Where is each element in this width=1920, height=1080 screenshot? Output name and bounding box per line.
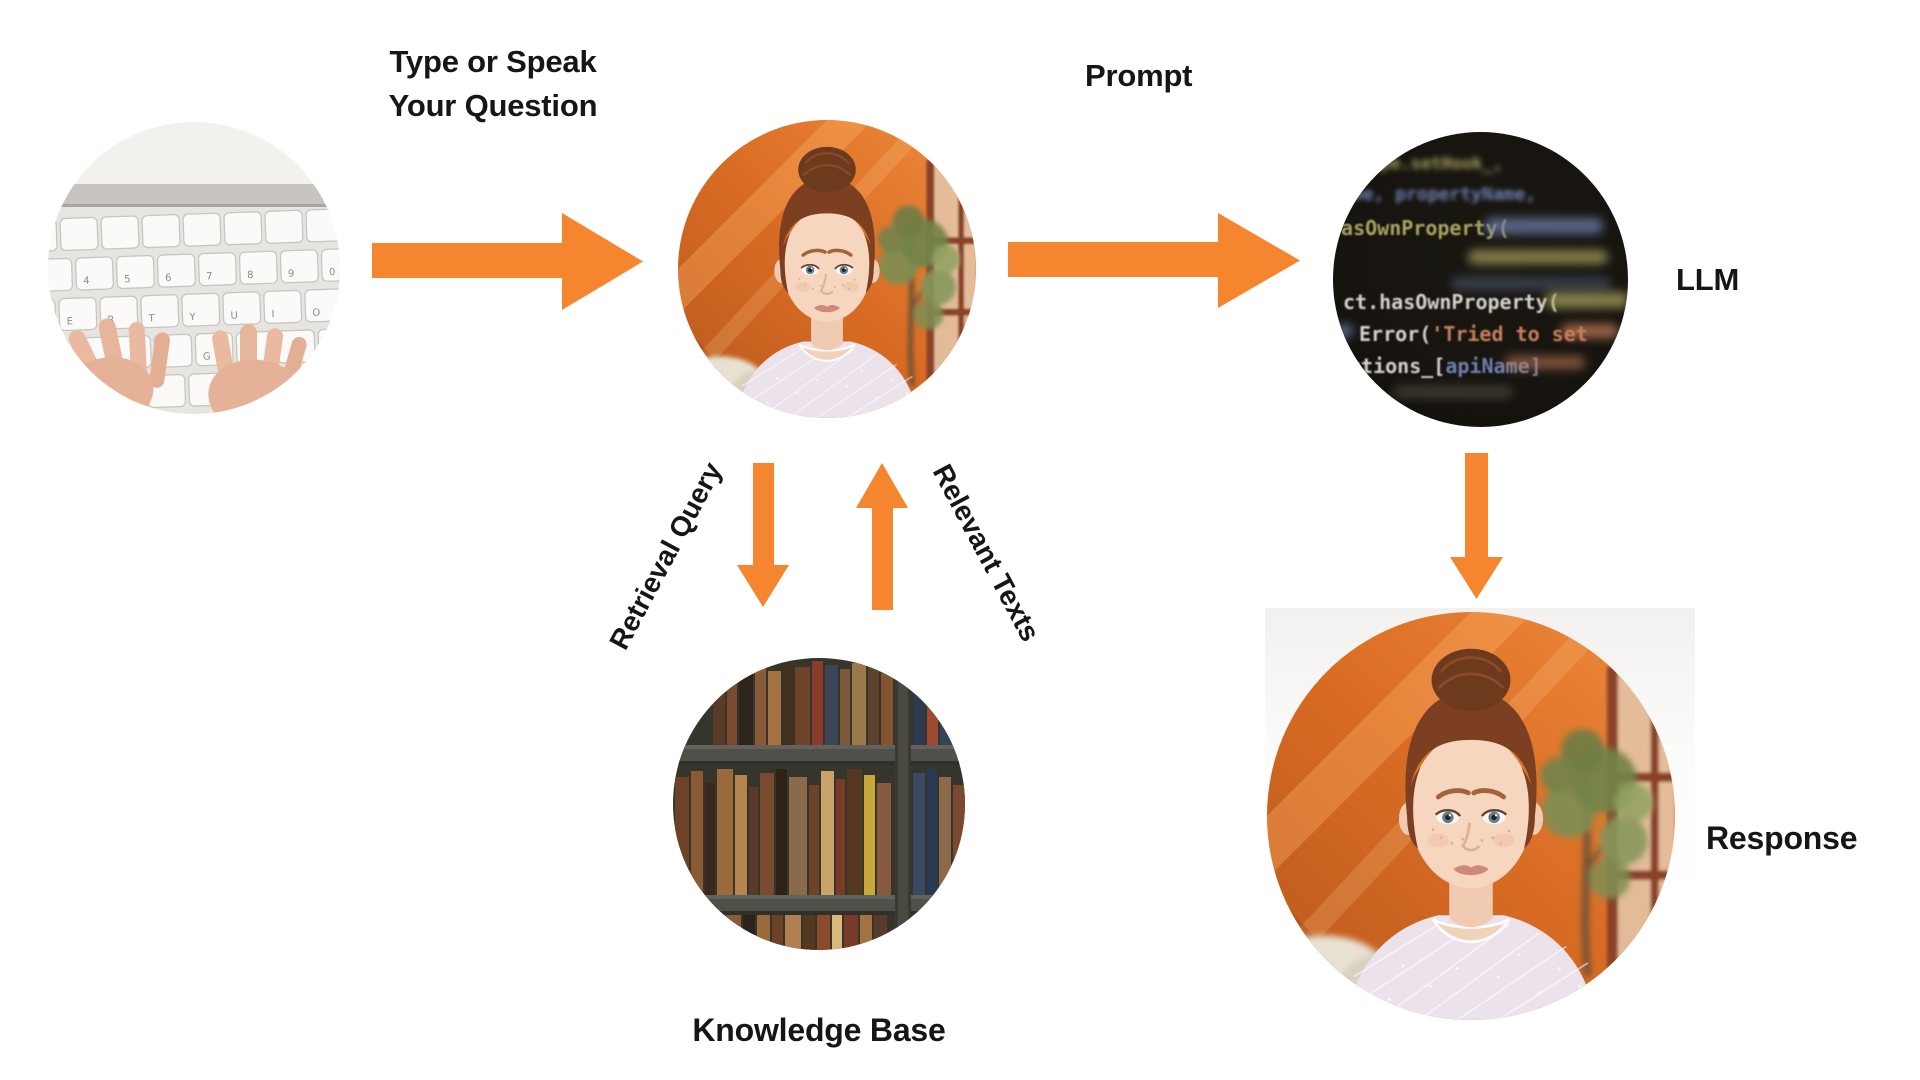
svg-text:0: 0 (329, 267, 336, 278)
svg-text:Y: Y (188, 312, 196, 323)
svg-text:9: 9 (288, 268, 295, 279)
blurred-code-blob (1393, 386, 1513, 398)
code-line: hasOwnProperty( (1333, 216, 1510, 240)
svg-text:N: N (278, 389, 286, 400)
svg-text:O: O (312, 308, 320, 319)
input-step-label: Type or Speak Your Question (352, 40, 634, 128)
arrow-relevant-texts-up (856, 463, 908, 610)
keyboard-photo-art: 34567890WERTYUIOPGHBN (48, 122, 340, 414)
svg-text:I: I (271, 309, 274, 320)
assistant-avatar-photo (678, 120, 976, 418)
blurred-code-blob (1451, 277, 1611, 290)
blurred-code-blob (1505, 356, 1585, 369)
blurred-code-blob (1485, 218, 1603, 234)
prompt-label: Prompt (1085, 58, 1193, 93)
retrieval-query-label: Retrieval Query (603, 457, 728, 655)
llm-label: LLM (1676, 262, 1740, 297)
svg-text:G: G (203, 351, 211, 362)
svg-text:U: U (230, 310, 238, 321)
knowledge-base-label: Knowledge Base (692, 1012, 946, 1048)
arrow-retrieval-query-down (737, 463, 789, 607)
code-token: ctions_[ (1349, 354, 1446, 378)
arrow-assistant-to-llm (1008, 213, 1300, 308)
svg-text:T: T (147, 313, 155, 324)
code-token: Error( (1359, 322, 1432, 346)
code-line: Error('Tried to set (1359, 322, 1588, 346)
svg-text:E: E (66, 316, 73, 327)
arrow-llm-to-response (1450, 453, 1503, 599)
blurred-code-blob (1545, 292, 1628, 308)
arrow-input-to-assistant (372, 213, 643, 310)
code-line: ame, propertyName, (1341, 184, 1537, 205)
llm-code-photo: pe.setHook_, ame, propertyName, hasOwnPr… (1333, 132, 1628, 427)
svg-text:8: 8 (247, 270, 254, 281)
svg-text:4: 4 (83, 276, 90, 287)
blurred-code-blob (1561, 324, 1619, 338)
code-line: pe.setHook_, (1380, 154, 1503, 174)
response-avatar-photo (1267, 612, 1675, 1020)
svg-text:5: 5 (124, 274, 131, 285)
knowledge-base-photo (673, 658, 965, 950)
input-step-label-line1: Type or Speak (389, 44, 597, 79)
response-photo-frame (1265, 608, 1695, 1080)
svg-text:7: 7 (206, 271, 213, 282)
blurred-code-blob (1468, 250, 1608, 264)
relevant-texts-label: Relevant Texts (926, 459, 1047, 647)
svg-text:6: 6 (165, 273, 172, 284)
response-label: Response (1706, 820, 1858, 856)
code-line: ct.hasOwnProperty( (1343, 290, 1560, 314)
input-step-label-line2: Your Question (388, 88, 598, 123)
bookshelf-art (673, 658, 965, 950)
user-typing-photo: 34567890WERTYUIOPGHBN (48, 122, 340, 414)
blurred-code-blob (1335, 324, 1353, 338)
